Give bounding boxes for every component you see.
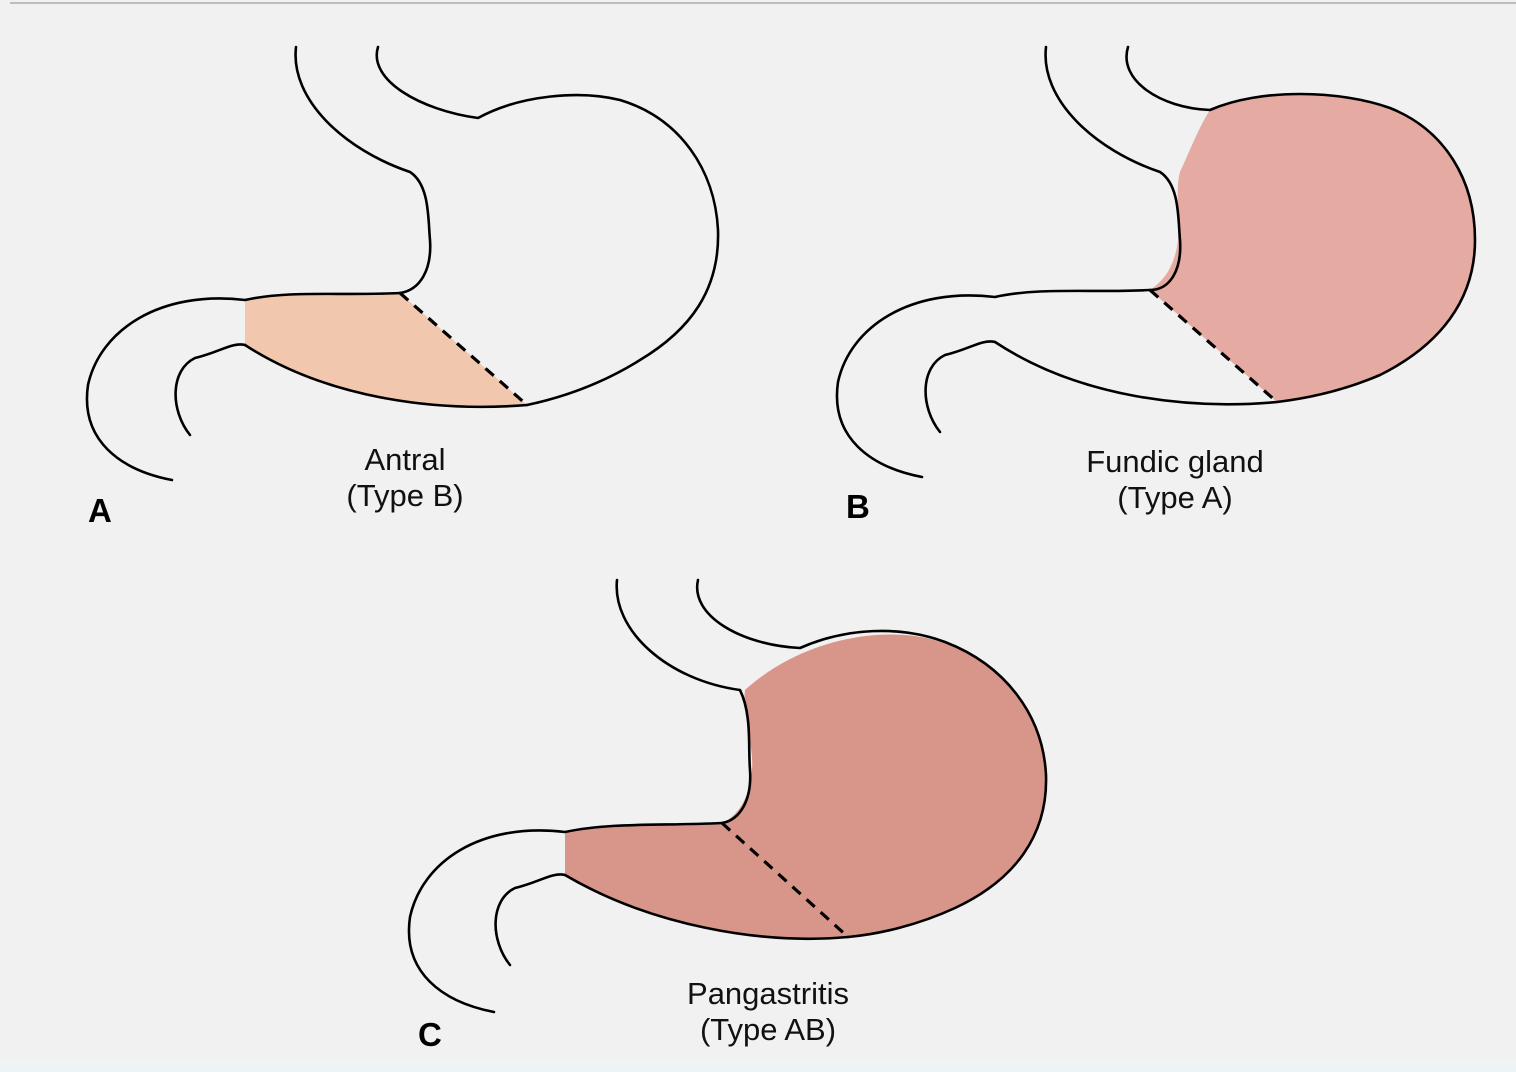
panel-c-esophagus-left-wall [617,580,751,823]
panel-a-duodenum-inner [176,344,245,435]
panel-b-letter: B [846,488,870,525]
panel-c-letter: C [418,1016,442,1053]
panel-a-letter: A [88,492,112,529]
panel-b-duodenum-inner [926,341,995,432]
panel-b-fundus-body-highlight [1150,94,1475,402]
panel-c-caption-line1: Pangastritis [687,976,849,1011]
panel-a-caption-line2: (Type B) [346,478,463,513]
panel-b-caption-line2: (Type A) [1117,480,1232,515]
panel-b: Fundic gland (Type A) B [837,47,1475,525]
panel-b-esophagus-left-wall [1046,47,1181,290]
panel-a-esophagus-left-wall [296,47,431,293]
panel-a-caption-line1: Antral [365,442,446,477]
panel-c: Pangastritis (Type AB) C [409,580,1046,1053]
panel-c-duodenum-inner [496,874,565,965]
panel-c-stomach-highlight [565,634,1046,938]
panel-b-caption-line1: Fundic gland [1086,444,1264,479]
panel-a: Antral (Type B) A [87,47,718,529]
panel-c-caption-line2: (Type AB) [700,1012,836,1047]
panel-a-antrum-highlight [245,293,527,407]
